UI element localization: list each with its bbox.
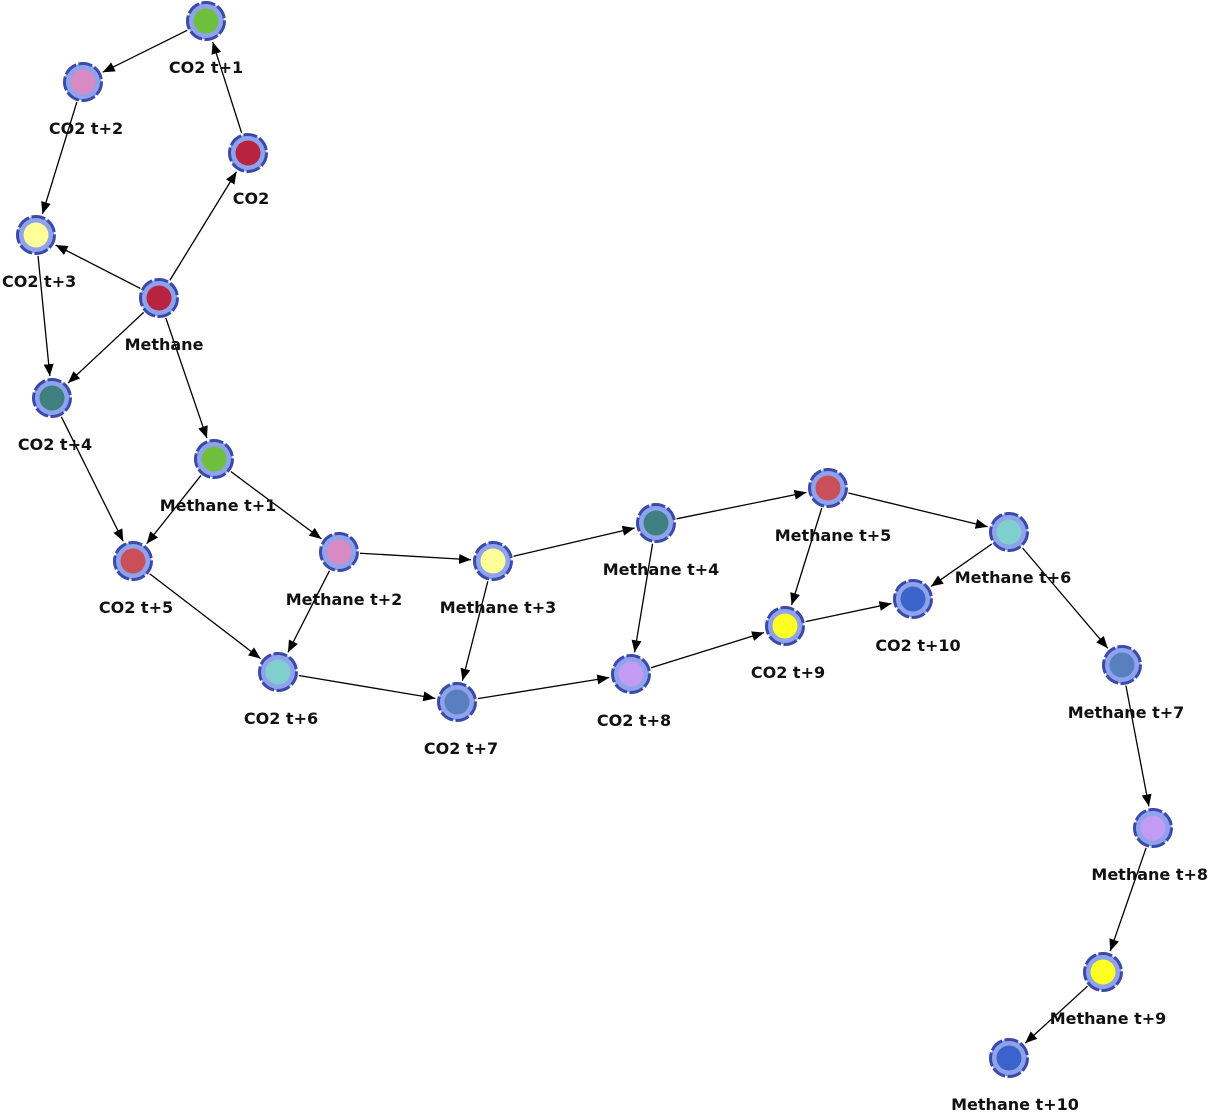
node-co2_t8[interactable] xyxy=(611,654,651,694)
node-label-methane_t7: Methane t+7 xyxy=(1068,703,1185,722)
edge-methane_t9-to-methane_t10 xyxy=(1024,985,1088,1044)
node-core xyxy=(900,586,926,612)
node-label-methane_t10: Methane t+10 xyxy=(951,1095,1079,1114)
node-co2_t10[interactable] xyxy=(893,579,933,619)
edge-methane_t3-to-co2_t7 xyxy=(460,581,489,681)
edge-co2_t1-to-co2_t2 xyxy=(102,29,188,73)
node-core xyxy=(265,659,291,685)
node-methane_t7[interactable] xyxy=(1102,645,1142,685)
node-core xyxy=(70,69,96,95)
node-core xyxy=(23,222,49,248)
edge-co2_t3-to-co2_t4 xyxy=(37,255,54,377)
edge-methane_t5-to-co2_t9 xyxy=(790,507,823,606)
node-label-methane_t6: Methane t+6 xyxy=(955,568,1072,587)
node-core xyxy=(618,661,644,687)
edge-methane_t8-to-methane_t9 xyxy=(1109,847,1147,952)
edge-co2_t7-to-co2_t8 xyxy=(477,674,610,700)
node-label-co2_t1: CO2 t+1 xyxy=(169,58,243,77)
node-label-co2_t8: CO2 t+8 xyxy=(597,711,671,730)
edge-methane-to-methane_t1 xyxy=(165,317,208,439)
node-core xyxy=(146,285,172,311)
edge-co2_t9-to-co2_t10 xyxy=(805,601,892,623)
edge-methane_t6-to-methane_t7 xyxy=(1022,547,1109,649)
edge-co2_t6-to-co2_t7 xyxy=(298,674,436,702)
node-co2_t3[interactable] xyxy=(16,215,56,255)
node-core xyxy=(996,1045,1022,1071)
node-methane_t9[interactable] xyxy=(1083,952,1123,992)
node-co2_t1[interactable] xyxy=(186,1,226,41)
edge-co2-to-co2_t1 xyxy=(211,41,243,134)
node-core xyxy=(996,519,1022,545)
node-core xyxy=(1090,959,1116,985)
node-label-methane_t8: Methane t+8 xyxy=(1091,865,1208,884)
node-methane[interactable] xyxy=(139,278,179,318)
edge-methane_t6-to-co2_t10 xyxy=(930,543,993,587)
node-label-methane: Methane xyxy=(125,335,204,354)
node-methane_t2[interactable] xyxy=(319,532,359,572)
edge-methane-to-co2 xyxy=(169,171,238,281)
edge-methane_t5-to-methane_t6 xyxy=(848,492,988,529)
node-methane_t3[interactable] xyxy=(473,541,513,581)
node-core xyxy=(772,613,798,639)
edge-methane_t4-to-methane_t5 xyxy=(676,489,807,520)
edge-methane-to-co2_t3 xyxy=(55,244,141,290)
edge-methane_t2-to-methane_t3 xyxy=(359,552,472,565)
node-core xyxy=(235,140,261,166)
node-label-methane_t4: Methane t+4 xyxy=(603,560,720,579)
node-core xyxy=(815,475,841,501)
node-co2_t2[interactable] xyxy=(63,62,103,102)
node-core xyxy=(643,510,669,536)
edge-co2_t2-to-co2_t3 xyxy=(41,101,78,215)
node-methane_t5[interactable] xyxy=(808,468,848,508)
edge-methane_t3-to-methane_t4 xyxy=(513,525,635,557)
node-co2_t4[interactable] xyxy=(32,378,72,418)
node-core xyxy=(480,548,506,574)
node-co2_t6[interactable] xyxy=(258,652,298,692)
edge-co2_t5-to-co2_t6 xyxy=(149,573,261,660)
node-label-methane_t5: Methane t+5 xyxy=(775,526,892,545)
node-core xyxy=(444,689,470,715)
node-label-co2_t7: CO2 t+7 xyxy=(424,739,498,758)
node-core xyxy=(326,539,352,565)
node-methane_t4[interactable] xyxy=(636,503,676,543)
node-label-co2_t10: CO2 t+10 xyxy=(875,636,960,655)
node-core xyxy=(39,385,65,411)
node-label-methane_t1: Methane t+1 xyxy=(160,496,277,515)
edges-layer xyxy=(37,29,1152,1044)
node-methane_t6[interactable] xyxy=(989,512,1029,552)
edge-co2_t4-to-co2_t5 xyxy=(60,416,124,542)
node-label-methane_t3: Methane t+3 xyxy=(440,598,557,617)
node-core xyxy=(1109,652,1135,678)
node-label-co2_t5: CO2 t+5 xyxy=(99,598,173,617)
node-co2_t9[interactable] xyxy=(765,606,805,646)
node-core xyxy=(193,8,219,34)
node-methane_t8[interactable] xyxy=(1133,808,1173,848)
nodes-layer xyxy=(16,1,1173,1078)
node-co2_t5[interactable] xyxy=(113,541,153,581)
node-label-co2: CO2 xyxy=(233,189,269,208)
node-label-co2_t3: CO2 t+3 xyxy=(2,272,76,291)
node-methane_t10[interactable] xyxy=(989,1038,1029,1078)
edge-co2_t8-to-co2_t9 xyxy=(650,631,765,669)
node-label-co2_t9: CO2 t+9 xyxy=(751,663,825,682)
node-co2_t7[interactable] xyxy=(437,682,477,722)
edge-methane_t1-to-co2_t5 xyxy=(146,475,202,545)
edge-methane-to-co2_t4 xyxy=(67,311,145,384)
node-label-co2_t2: CO2 t+2 xyxy=(49,119,123,138)
node-co2[interactable] xyxy=(228,133,268,173)
node-label-co2_t4: CO2 t+4 xyxy=(18,435,92,454)
node-core xyxy=(120,548,146,574)
edge-methane_t2-to-co2_t6 xyxy=(287,570,331,653)
node-methane_t1[interactable] xyxy=(194,439,234,479)
edge-methane_t1-to-methane_t2 xyxy=(230,471,322,540)
node-label-methane_t9: Methane t+9 xyxy=(1050,1009,1167,1028)
node-core xyxy=(201,446,227,472)
edge-methane_t4-to-co2_t8 xyxy=(631,543,654,653)
node-label-co2_t6: CO2 t+6 xyxy=(244,709,318,728)
node-core xyxy=(1140,815,1166,841)
edge-methane_t7-to-methane_t8 xyxy=(1125,685,1152,807)
node-label-methane_t2: Methane t+2 xyxy=(286,590,403,609)
